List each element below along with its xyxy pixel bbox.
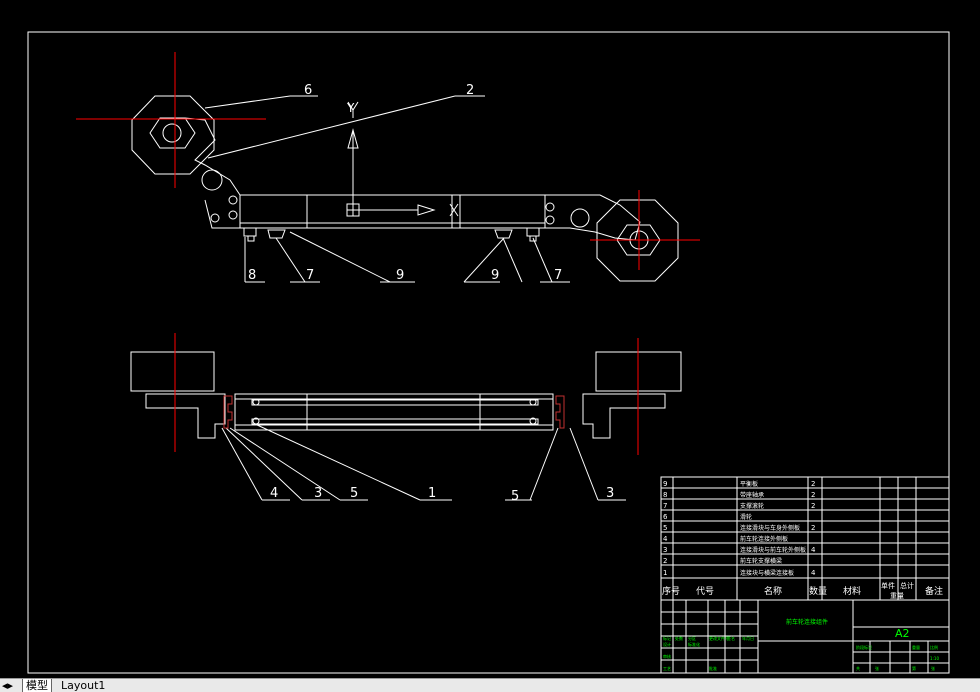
title-block	[660, 476, 950, 674]
part-num-4: 4	[663, 535, 668, 543]
field-sheet-b: 张	[931, 665, 935, 671]
header-qty: 数量	[809, 585, 827, 597]
field-count: 处数	[675, 635, 683, 641]
tab-layout1[interactable]: Layout1	[61, 679, 106, 692]
part-qty-3: 4	[811, 546, 816, 554]
header-weight: 重量	[890, 592, 904, 600]
tab-nav-arrows-icon[interactable]: ◂▸	[2, 679, 14, 692]
label-top-7a: 7	[306, 268, 314, 283]
part-num-3: 3	[663, 546, 667, 554]
part-num-1: 1	[663, 569, 667, 577]
part-qty-1: 4	[811, 569, 816, 577]
header-single: 单件	[881, 581, 895, 590]
axis-y-label: Y	[346, 101, 355, 115]
sheet-size: A2	[895, 627, 910, 640]
header-material: 材料	[843, 585, 861, 597]
field-mark: 标记	[663, 635, 671, 641]
label-bottom-3b: 3	[606, 486, 614, 501]
part-qty-8: 2	[811, 491, 815, 499]
field-sheet-no: 第	[912, 665, 916, 671]
field-standard: 标准化	[688, 641, 700, 647]
header-name: 名称	[764, 585, 782, 597]
label-top-9a: 9	[396, 268, 404, 283]
label-top-8: 8	[248, 268, 256, 283]
label-bottom-3a: 3	[314, 486, 322, 501]
field-review: 审核	[663, 653, 671, 659]
label-top-6: 6	[304, 83, 312, 98]
part-name-4: 前车轮连接外侧板	[740, 535, 788, 543]
tab-model[interactable]: 模型	[22, 679, 52, 692]
field-date: 年月日	[742, 635, 754, 641]
bottom-view	[130, 351, 682, 501]
part-num-6: 6	[663, 513, 668, 521]
drawing-name: 前车轮连接组件	[786, 618, 828, 626]
field-process: 工艺	[663, 666, 671, 671]
field-sign: 签名	[727, 635, 735, 641]
field-scale: 比例	[930, 644, 938, 650]
part-qty-5: 2	[811, 524, 815, 532]
field-stage: 阶段标记	[856, 644, 872, 650]
field-approve: 批准	[709, 665, 717, 671]
part-name-1: 连接块与横梁连接板	[740, 569, 794, 577]
part-num-8: 8	[663, 491, 667, 499]
field-sheet-a: 张	[875, 665, 879, 671]
part-name-3: 连接滑块与前车轮外侧板	[740, 546, 806, 554]
label-bottom-4: 4	[270, 486, 278, 501]
part-name-8: 带座轴承	[740, 491, 764, 499]
drawing-border	[27, 31, 950, 674]
label-top-2: 2	[466, 83, 474, 98]
bottom-center-lines	[174, 333, 639, 455]
top-center-lines	[76, 52, 700, 270]
field-zone: 分区	[688, 635, 696, 641]
top-view	[131, 95, 679, 283]
field-design: 设计	[663, 641, 671, 647]
field-scale-value: 1:10	[930, 656, 939, 661]
part-name-9: 平衡板	[740, 480, 758, 488]
layout-tab-bar: ◂▸ 模型 Layout1	[0, 678, 980, 692]
part-qty-7: 2	[811, 502, 815, 510]
label-bottom-1: 1	[428, 486, 436, 501]
drawing-canvas[interactable]: 6 2 8 7 9 9 7 Y	[0, 0, 980, 678]
part-num-5: 5	[663, 524, 667, 532]
part-num-7: 7	[663, 502, 667, 510]
part-name-6: 滑轮	[740, 513, 752, 521]
part-qty-9: 2	[811, 480, 815, 488]
header-total: 总计	[900, 581, 914, 590]
part-name-7: 支撑滚轮	[740, 502, 764, 510]
part-num-2: 2	[663, 557, 667, 565]
label-top-9b: 9	[491, 268, 499, 283]
part-name-5: 连接滑块与车身外侧板	[740, 524, 800, 532]
bottom-dark-parts	[223, 395, 565, 429]
part-num-9: 9	[663, 480, 667, 488]
header-remark: 备注	[925, 585, 943, 597]
label-top-7b: 7	[554, 268, 562, 283]
label-bottom-5b: 5	[511, 489, 519, 504]
header-code: 代号	[696, 586, 714, 597]
label-bottom-5a: 5	[350, 486, 358, 501]
field-change-doc: 更改文件号	[709, 635, 729, 641]
field-weight: 重量	[912, 644, 920, 650]
field-total-sheets: 共	[856, 665, 860, 671]
header-num: 序号	[662, 585, 680, 597]
part-name-2: 前车轮支撑横梁	[740, 557, 782, 565]
